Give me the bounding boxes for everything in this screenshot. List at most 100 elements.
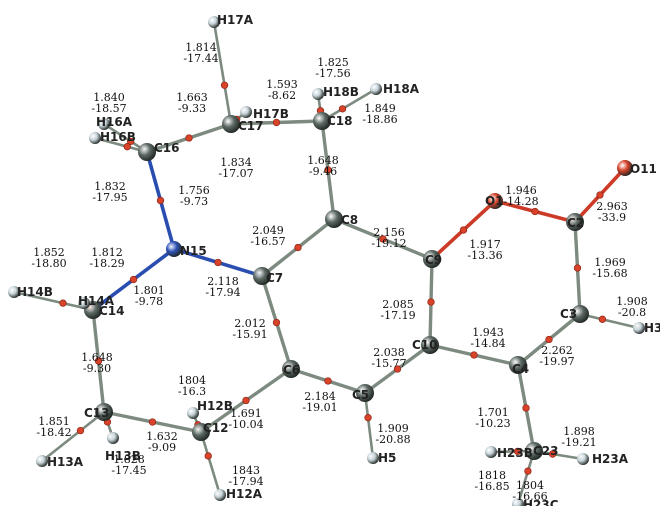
atom-h13a (36, 455, 48, 467)
atom-h5 (367, 452, 379, 464)
atom-label-c18: C18 (327, 114, 353, 128)
bp-c5-h5-line1: 1.909 (377, 422, 409, 435)
bp-c14-h14a-line1: 1.812 (91, 246, 123, 259)
atom-h12b (187, 407, 199, 419)
atom-o11 (617, 160, 633, 176)
atom-h17b (240, 106, 252, 118)
atom-o1 (487, 193, 503, 209)
bp-c17-c18-line2: -8.62 (268, 89, 296, 102)
bond-critical-point (324, 377, 332, 385)
bp-c9-c10-line2: -17.19 (380, 309, 415, 322)
bp-n15-c14-line1: 1.801 (133, 284, 165, 297)
bp-c13-h13b-label: 1.828-17.45 (111, 453, 146, 477)
atom-label-c16: C16 (154, 141, 180, 155)
bp-c6-c12-line1: 1.691 (230, 407, 262, 420)
atom-label-c14: C14 (99, 304, 125, 318)
bond-critical-point (379, 235, 387, 243)
bp-c2-c3-line1: 1.969 (594, 256, 626, 269)
atom-c17 (222, 115, 240, 133)
bp-c18-c8-line1: 1.648 (307, 154, 339, 167)
bp-c3-h3-label: 1.908-20.8 (616, 295, 648, 319)
bp-c12-h12a-line1: 1843 (232, 464, 260, 477)
bp-c3-c4-line1: 2.262 (541, 344, 573, 357)
bp-c23-h23a-line1: 1.898 (563, 425, 595, 438)
bp-c4-c23-label: 1.701-10.23 (475, 406, 510, 430)
bp-c16-h16b-label: 1.832-17.95 (92, 180, 127, 204)
atom-label-h18a: H18A (383, 82, 420, 96)
bp-c23-h23c-label: 1804-16.66 (512, 479, 547, 503)
atom-label-c8: C8 (341, 213, 358, 227)
bp-c18-h18b-line1: 1.825 (317, 56, 349, 69)
bond-critical-point (524, 467, 532, 475)
atom-label-c17: C17 (238, 119, 264, 133)
atom-label-h16b: H16B (100, 130, 136, 144)
bp-c10-c5-label: 2.038-15.77 (371, 346, 406, 370)
atom-h12a (214, 489, 226, 501)
bp-c18-h18b-label: 1.825-17.56 (315, 56, 350, 80)
bp-c9-o1-line2: -13.36 (467, 249, 502, 262)
bp-c2-c3-line2: -15.68 (592, 267, 627, 280)
bp-c12-h12a-line2: -17.94 (228, 475, 263, 488)
atom-label-c4: C4 (512, 362, 529, 376)
bond-critical-point (272, 118, 281, 127)
atom-label-c13: C13 (84, 406, 110, 420)
atom-label-n15: N15 (180, 244, 207, 258)
atom-h3 (633, 322, 645, 334)
bp-c13-c12-line2: -9.09 (148, 441, 176, 454)
bp-c23-h23b-line2: -16.85 (474, 480, 509, 493)
bp-c5-c6-label: 2.184-19.01 (302, 390, 337, 414)
bp-c12-h12b-line2: -16.3 (178, 385, 206, 398)
bond-critical-point (59, 299, 67, 307)
atom-label-h17a: H17A (217, 13, 254, 27)
bp-c23-h23a-line2: -19.21 (561, 436, 596, 449)
bp-c10-c4-line1: 1.943 (472, 326, 504, 339)
atom-h18b (312, 88, 324, 100)
bond-critical-point (470, 351, 478, 359)
bp-c14-h14b-line2: -18.80 (31, 257, 66, 270)
bond-critical-point (514, 447, 522, 456)
atom-label-c23: C23 (533, 444, 559, 458)
bond-critical-point (214, 258, 222, 267)
bp-c3-c4-line2: -19.97 (539, 355, 574, 368)
atom-c9 (423, 250, 441, 268)
bond-critical-point (129, 275, 138, 284)
bp-c14-h14b-line1: 1.852 (33, 246, 65, 259)
bond-critical-point (598, 315, 607, 323)
bond-c17-h17a (212, 20, 233, 126)
atom-label-h23a: H23A (592, 452, 629, 466)
bp-c16-h16b-line2: -17.95 (92, 191, 127, 204)
bp-c18-h18a-line1: 1.849 (364, 102, 396, 115)
bond-critical-point (338, 105, 347, 113)
bp-c18-c8-line2: -9.46 (309, 165, 337, 178)
bond-c23-h23c (516, 449, 536, 506)
atom-h13b (107, 432, 119, 444)
bp-c13-h13a-line2: -18.42 (36, 426, 71, 439)
bp-c14-c13-label: 1.648-9.30 (81, 351, 113, 375)
bp-c18-h18b-line2: -17.56 (315, 67, 350, 80)
bp-c2-o11-line2: -33.9 (598, 211, 626, 224)
bond-critical-point (427, 298, 435, 306)
atom-label-h18b: H18B (323, 85, 359, 99)
bp-c10-c5-line2: -15.77 (371, 357, 406, 370)
atom-label-c5: C5 (352, 388, 369, 402)
bp-c16-h16a-line1: 1.840 (93, 91, 125, 104)
bp-c10-c4-line2: -14.84 (470, 337, 505, 350)
atom-label-h23b: H23B (497, 446, 533, 460)
bond-critical-point (573, 264, 582, 272)
bp-c18-h18a-line2: -18.86 (362, 113, 397, 126)
bp-c2-o1-label: 1.946-14.28 (503, 184, 538, 208)
bond-critical-point (76, 426, 85, 435)
bp-c9-o1-line1: 1.917 (469, 238, 501, 251)
bp-c16-c17-line1: 1.663 (176, 91, 208, 104)
bp-c14-c13-line1: 1.648 (81, 351, 113, 364)
atom-h16b (89, 132, 101, 144)
atom-c5 (356, 384, 374, 402)
bp-c14-h14a-line2: -18.29 (89, 257, 124, 270)
bp-c2-o11-label: 2.963-33.9 (596, 200, 628, 224)
bond-critical-point (123, 143, 131, 151)
atom-label-c9: C9 (425, 253, 442, 267)
bp-c18-c8-label: 1.648-9.46 (307, 154, 339, 178)
atom-h23b (485, 446, 497, 458)
bp-c23-h23a-label: 1.898-19.21 (561, 425, 596, 449)
